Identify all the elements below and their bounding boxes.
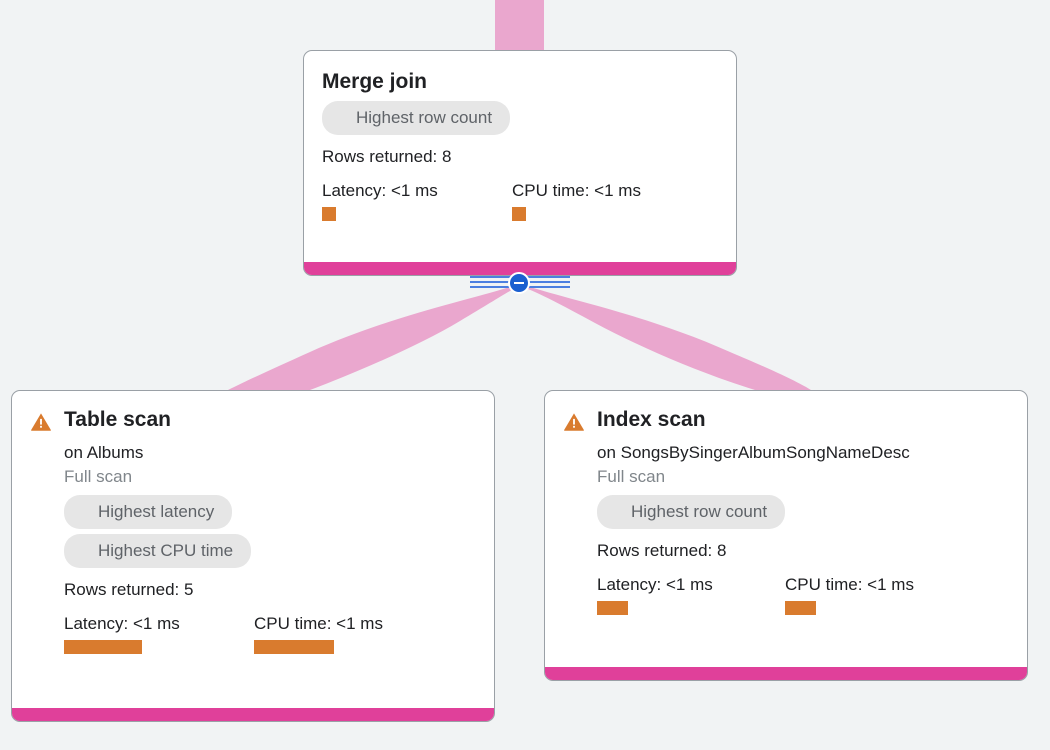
- node-title: Merge join: [322, 70, 428, 93]
- node-table-scan-header: Table scan on Albums Full scan Highest l…: [30, 407, 476, 654]
- edge-ribbon-to-table-scan: [228, 286, 517, 390]
- node-index-scan[interactable]: Index scan on SongsBySingerAlbumSongName…: [544, 390, 1028, 681]
- badge-highest-cpu-time[interactable]: Highest CPU time: [64, 534, 252, 568]
- node-title: Table scan: [64, 408, 171, 431]
- node-merge-join-header: Merge join: [322, 69, 716, 95]
- node-table-scan-footer-bar: [12, 708, 494, 721]
- warning-triangle-icon: [563, 411, 585, 433]
- metric-latency: Latency: <1 ms: [64, 613, 254, 654]
- collapse-toggle-group[interactable]: [470, 272, 570, 294]
- rows-returned: Rows returned: 8: [597, 541, 727, 560]
- node-table-scan-headtext: Table scan on Albums Full scan Highest l…: [64, 407, 476, 654]
- node-table-scan-metrics: Latency: <1 ms CPU time: <1 ms: [64, 613, 476, 654]
- metric-cpu-time-label: CPU time: <1 ms: [785, 575, 914, 594]
- node-scan-type: Full scan: [597, 467, 666, 486]
- node-title: Index scan: [597, 408, 706, 431]
- badge-highest-latency[interactable]: Highest latency: [64, 495, 233, 529]
- node-table-scan-chips: Highest latency Highest CPU time: [64, 495, 476, 573]
- metric-cpu-time-label: CPU time: <1 ms: [254, 614, 383, 633]
- node-merge-join-body: Merge join Highest row count Rows return…: [304, 51, 736, 262]
- rows-returned: Rows returned: 8: [322, 147, 452, 166]
- node-table-scan-body: Table scan on Albums Full scan Highest l…: [12, 391, 494, 708]
- node-merge-join-metrics: Latency: <1 ms CPU time: <1 ms: [322, 180, 716, 221]
- node-merge-join-chips: Highest row count: [322, 101, 716, 140]
- metric-cpu-time-label: CPU time: <1 ms: [512, 181, 641, 200]
- metric-latency: Latency: <1 ms: [322, 180, 512, 221]
- rows-returned: Rows returned: 5: [64, 580, 194, 599]
- edge-ribbon-incoming: [495, 0, 544, 50]
- node-merge-join-footer-bar: [304, 262, 736, 275]
- node-index-scan-body: Index scan on SongsBySingerAlbumSongName…: [545, 391, 1027, 667]
- badge-highest-row-count[interactable]: Highest row count: [597, 495, 786, 529]
- metric-latency-label: Latency: <1 ms: [64, 614, 180, 633]
- node-merge-join[interactable]: Merge join Highest row count Rows return…: [303, 50, 737, 276]
- metric-latency-label: Latency: <1 ms: [322, 181, 438, 200]
- metric-cpu-time: CPU time: <1 ms: [254, 613, 383, 654]
- metric-cpu-time-bar: [512, 207, 526, 221]
- node-index-scan-chips: Highest row count: [597, 495, 1009, 534]
- node-index-scan-headtext: Index scan on SongsBySingerAlbumSongName…: [597, 407, 1009, 615]
- metric-latency: Latency: <1 ms: [597, 574, 785, 615]
- node-table-scan[interactable]: Table scan on Albums Full scan Highest l…: [11, 390, 495, 722]
- node-index-scan-footer-bar: [545, 667, 1027, 680]
- metric-cpu-time: CPU time: <1 ms: [785, 574, 914, 615]
- node-index-scan-metrics: Latency: <1 ms CPU time: <1 ms: [597, 574, 1009, 615]
- metric-cpu-time: CPU time: <1 ms: [512, 180, 641, 221]
- node-subtitle: on SongsBySingerAlbumSongNameDesc: [597, 443, 910, 462]
- node-index-scan-header: Index scan on SongsBySingerAlbumSongName…: [563, 407, 1009, 615]
- badge-highest-row-count[interactable]: Highest row count: [322, 101, 511, 135]
- node-subtitle: on Albums: [64, 443, 144, 462]
- edge-ribbon-to-index-scan: [523, 286, 811, 390]
- node-merge-join-headtext: Merge join: [322, 69, 716, 95]
- metric-latency-bar: [64, 640, 142, 654]
- minus-icon[interactable]: [508, 272, 530, 294]
- metric-latency-bar: [322, 207, 336, 221]
- metric-latency-label: Latency: <1 ms: [597, 575, 713, 594]
- metric-latency-bar: [597, 601, 628, 615]
- metric-cpu-time-bar: [254, 640, 334, 654]
- warning-triangle-icon: [30, 411, 52, 433]
- node-scan-type: Full scan: [64, 467, 133, 486]
- metric-cpu-time-bar: [785, 601, 816, 615]
